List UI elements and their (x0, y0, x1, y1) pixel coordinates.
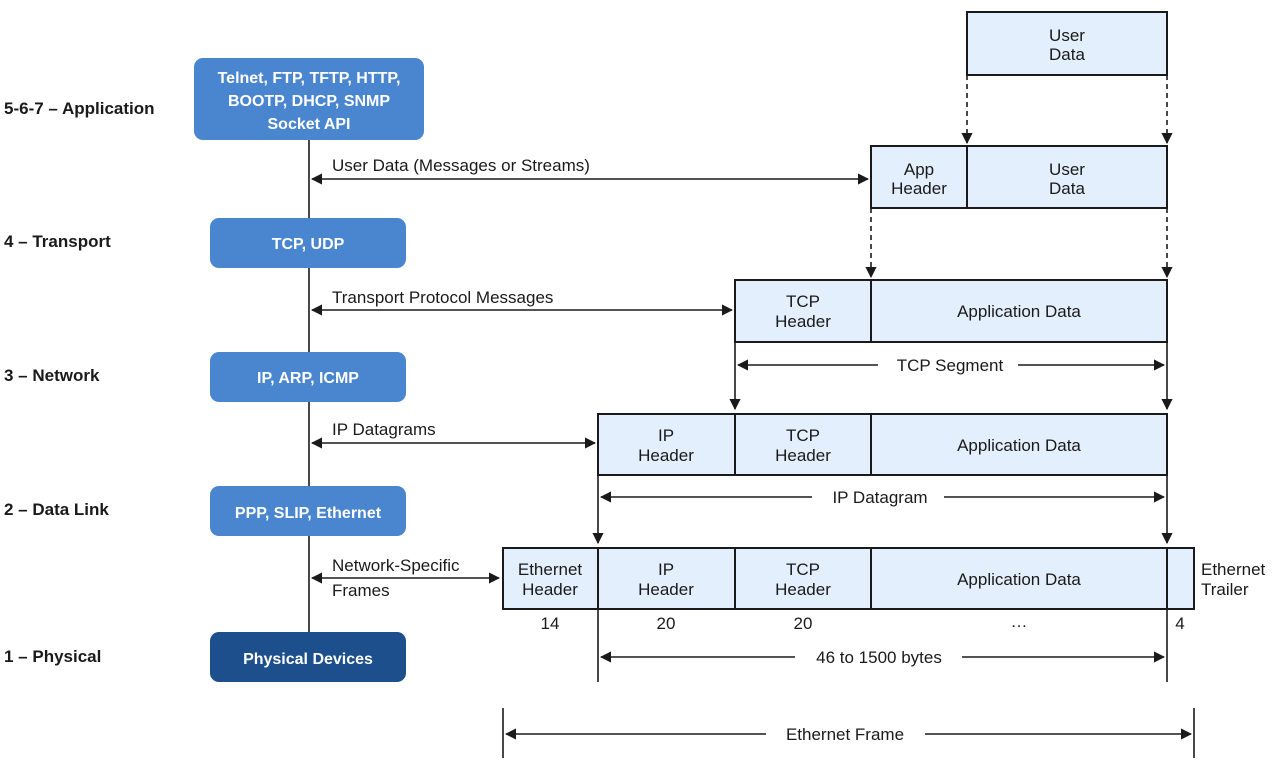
svg-text:TCP: TCP (786, 560, 820, 579)
cell-ethernet-header: Ethernet Header (502, 547, 599, 610)
svg-text:Header: Header (638, 580, 694, 599)
cell-user-data: User Data (966, 145, 1168, 209)
svg-text:Telnet, FTP, TFTP, HTTP,: Telnet, FTP, TFTP, HTTP, (218, 70, 401, 87)
cell-application-data: Application Data (870, 279, 1168, 343)
byte-count-ip-header: 20 (657, 614, 676, 633)
protocol-box-application: Telnet, FTP, TFTP, HTTP, BOOTP, DHCP, SN… (194, 58, 424, 140)
svg-text:Header: Header (775, 312, 831, 331)
svg-text:Physical Devices: Physical Devices (243, 651, 373, 668)
svg-text:TCP: TCP (786, 426, 820, 445)
ethernet-trailer-label-line2: Trailer (1201, 580, 1249, 599)
message-label-transport: Transport Protocol Messages (332, 288, 553, 307)
byte-count-tcp-header: 20 (794, 614, 813, 633)
message-label-application: User Data (Messages or Streams) (332, 156, 590, 175)
svg-text:Header: Header (775, 446, 831, 465)
svg-text:Header: Header (522, 580, 578, 599)
svg-text:Socket API: Socket API (268, 116, 351, 133)
ethernet-trailer-label: Ethernet (1201, 560, 1266, 579)
protocol-box-physical: Physical Devices (210, 632, 406, 682)
svg-text:App: App (904, 160, 934, 179)
svg-text:IP, ARP, ICMP: IP, ARP, ICMP (257, 370, 359, 387)
message-label-network: IP Datagrams (332, 420, 436, 439)
span-label-ethernet-frame: Ethernet Frame (786, 725, 904, 744)
svg-text:Data: Data (1049, 45, 1085, 64)
svg-text:Header: Header (891, 179, 947, 198)
layer-label-application: 5-6-7 – Application (4, 99, 155, 118)
svg-text:Header: Header (638, 446, 694, 465)
cell-tcp-header: TCP Header (734, 547, 872, 610)
cell-ip-header: IP Header (597, 413, 736, 476)
cell-app-header: App Header (870, 145, 968, 209)
svg-text:TCP: TCP (786, 292, 820, 311)
svg-text:TCP, UDP: TCP, UDP (272, 236, 345, 253)
cell-ip-header: IP Header (597, 547, 736, 610)
cell-application-data: Application Data (870, 413, 1168, 476)
message-label-data-link-line2: Frames (332, 581, 390, 600)
svg-text:IP: IP (658, 426, 674, 445)
svg-text:User: User (1049, 26, 1085, 45)
svg-text:Application Data: Application Data (957, 436, 1081, 455)
svg-text:User: User (1049, 160, 1085, 179)
byte-count-ethernet-header: 14 (541, 614, 560, 633)
protocol-box-data-link: PPP, SLIP, Ethernet (210, 486, 406, 536)
svg-text:Header: Header (775, 580, 831, 599)
svg-text:Application Data: Application Data (957, 570, 1081, 589)
svg-text:Data: Data (1049, 179, 1085, 198)
svg-text:PPP, SLIP, Ethernet: PPP, SLIP, Ethernet (235, 505, 382, 522)
cell-ethernet-trailer (1166, 547, 1195, 610)
span-label-payload-range: 46 to 1500 bytes (816, 648, 942, 667)
protocol-box-transport: TCP, UDP (210, 218, 406, 268)
cell-user-data-top: User Data (966, 11, 1168, 76)
message-label-data-link: Network-Specific (332, 556, 460, 575)
protocol-box-network: IP, ARP, ICMP (210, 352, 406, 402)
layer-label-data-link: 2 – Data Link (4, 500, 109, 519)
svg-text:BOOTP, DHCP, SNMP: BOOTP, DHCP, SNMP (228, 93, 390, 110)
cell-tcp-header: TCP Header (734, 279, 872, 343)
span-label-tcp-segment: TCP Segment (897, 356, 1004, 375)
svg-text:IP: IP (658, 560, 674, 579)
layer-label-physical: 1 – Physical (4, 647, 101, 666)
svg-text:Ethernet: Ethernet (518, 560, 583, 579)
svg-text:Application Data: Application Data (957, 302, 1081, 321)
cell-application-data: Application Data (870, 547, 1168, 610)
layer-label-transport: 4 – Transport (4, 232, 111, 251)
layer-label-network: 3 – Network (4, 366, 100, 385)
byte-count-ethernet-trailer: 4 (1175, 614, 1184, 633)
span-label-ip-datagram: IP Datagram (832, 488, 927, 507)
cell-tcp-header: TCP Header (734, 413, 872, 476)
byte-count-application-data: … (1011, 612, 1028, 631)
